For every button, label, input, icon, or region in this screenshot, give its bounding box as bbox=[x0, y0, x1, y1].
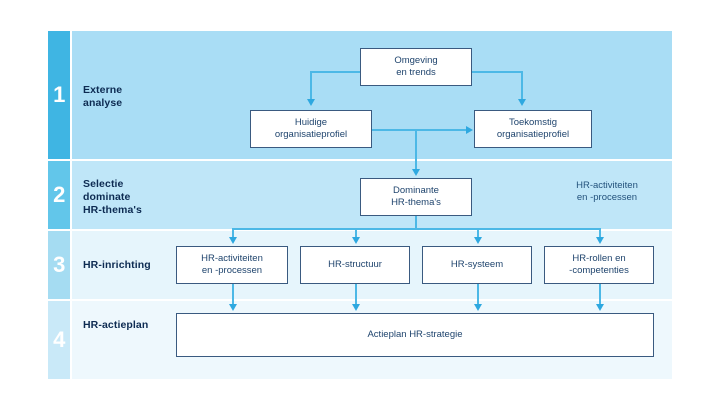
node-line: en trends bbox=[396, 67, 436, 78]
node-line: Omgeving bbox=[394, 55, 438, 66]
caption-hr-activiteiten-en-processen: HR-activiteiten en -processen bbox=[548, 180, 666, 204]
node-line: HR-activiteiten bbox=[201, 253, 263, 264]
connector-hr-structuur-to-actieplan bbox=[355, 284, 357, 305]
node-hr-rollen-en-competenties[interactable]: HR-rollen en -competenties bbox=[544, 246, 654, 284]
connector-omgeving-to-huidige-horizontal bbox=[310, 71, 362, 73]
node-line: organisatieprofiel bbox=[496, 129, 570, 140]
step-number-2: 2 bbox=[48, 161, 70, 229]
connector-hr-rollen-to-actieplan bbox=[599, 284, 601, 305]
node-line: HR-rollen en bbox=[572, 253, 626, 264]
connector-dominante-to-bus bbox=[415, 216, 417, 229]
arrowhead-actieplan-2 bbox=[351, 304, 360, 311]
connector-omgeving-to-toekomstig-vertical bbox=[521, 71, 523, 100]
node-hr-activiteiten-en-processen[interactable]: HR-activiteiten en -processen bbox=[176, 246, 288, 284]
connector-bus-row3 bbox=[232, 228, 600, 230]
node-dominante-hr-themas[interactable]: Dominante HR-thema's bbox=[360, 178, 472, 216]
row-title-line: analyse bbox=[83, 97, 123, 109]
row-title-line: HR-actieplan bbox=[83, 319, 149, 331]
node-omgeving-en-trends[interactable]: Omgeving en trends bbox=[360, 48, 472, 86]
arrowhead-actieplan-3 bbox=[473, 304, 482, 311]
arrowhead-to-hr-systeem bbox=[473, 237, 482, 244]
arrowhead-to-hr-structuur bbox=[351, 237, 360, 244]
connector-hr-systeem-to-actieplan bbox=[477, 284, 479, 305]
node-toekomstig-organisatieprofiel[interactable]: Toekomstig organisatieprofiel bbox=[474, 110, 592, 148]
node-line: HR-structuur bbox=[328, 259, 382, 270]
connector-omgeving-to-toekomstig-horizontal bbox=[471, 71, 523, 73]
node-line: -competenties bbox=[569, 265, 629, 276]
step-number-4: 4 bbox=[48, 301, 70, 379]
step-number-1: 1 bbox=[48, 31, 70, 159]
node-line: HR-systeem bbox=[450, 259, 504, 270]
row-title-line: dominate bbox=[83, 191, 131, 203]
node-line: Actieplan HR-strategie bbox=[367, 329, 463, 340]
row-title-selectie-dominante: Selectie dominate HR-thema's bbox=[83, 178, 178, 217]
arrowhead-to-hr-activiteiten bbox=[228, 237, 237, 244]
row-title-hr-inrichting: HR-inrichting bbox=[83, 259, 178, 272]
arrowhead-actieplan-1 bbox=[228, 304, 237, 311]
row-title-line: Externe bbox=[83, 84, 123, 96]
node-hr-systeem[interactable]: HR-systeem bbox=[422, 246, 532, 284]
caption-line: en -processen bbox=[576, 192, 638, 203]
node-line: en -processen bbox=[201, 265, 263, 276]
step-number-3: 3 bbox=[48, 231, 70, 299]
arrowhead-to-huidige bbox=[306, 99, 315, 106]
node-actieplan-hr-strategie[interactable]: Actieplan HR-strategie bbox=[176, 313, 654, 357]
row-title-line: HR-thema's bbox=[83, 204, 142, 216]
arrowhead-to-dominante bbox=[411, 169, 420, 176]
node-line: Toekomstig bbox=[508, 117, 558, 128]
connector-bus-drop-1 bbox=[232, 228, 234, 238]
arrowhead-actieplan-4 bbox=[595, 304, 604, 311]
arrowhead-to-hr-rollen bbox=[595, 237, 604, 244]
arrowhead-to-toekomstig-right bbox=[466, 125, 473, 134]
row-title-hr-actieplan: HR-actieplan bbox=[83, 319, 178, 332]
row-title-line: HR-inrichting bbox=[83, 259, 151, 271]
caption-line: HR-activiteiten bbox=[576, 180, 638, 191]
connector-to-dominante-vertical bbox=[415, 129, 417, 170]
row-title-externe-analyse: Externe analyse bbox=[83, 84, 178, 110]
connector-hr-activiteiten-to-actieplan bbox=[232, 284, 234, 305]
node-line: HR-thema's bbox=[391, 197, 441, 208]
connector-bus-drop-4 bbox=[599, 228, 601, 238]
connector-huidige-to-toekomstig bbox=[372, 129, 467, 131]
node-hr-structuur[interactable]: HR-structuur bbox=[300, 246, 410, 284]
arrowhead-to-toekomstig bbox=[518, 99, 526, 106]
connector-bus-drop-2 bbox=[355, 228, 357, 238]
node-line: organisatieprofiel bbox=[274, 129, 348, 140]
connector-bus-drop-3 bbox=[477, 228, 479, 238]
node-line: Huidige bbox=[294, 117, 328, 128]
connector-omgeving-to-huidige-vertical bbox=[310, 71, 312, 100]
node-huidige-organisatieprofiel[interactable]: Huidige organisatieprofiel bbox=[250, 110, 372, 148]
node-line: Dominante bbox=[393, 185, 439, 196]
row-title-line: Selectie bbox=[83, 178, 124, 190]
